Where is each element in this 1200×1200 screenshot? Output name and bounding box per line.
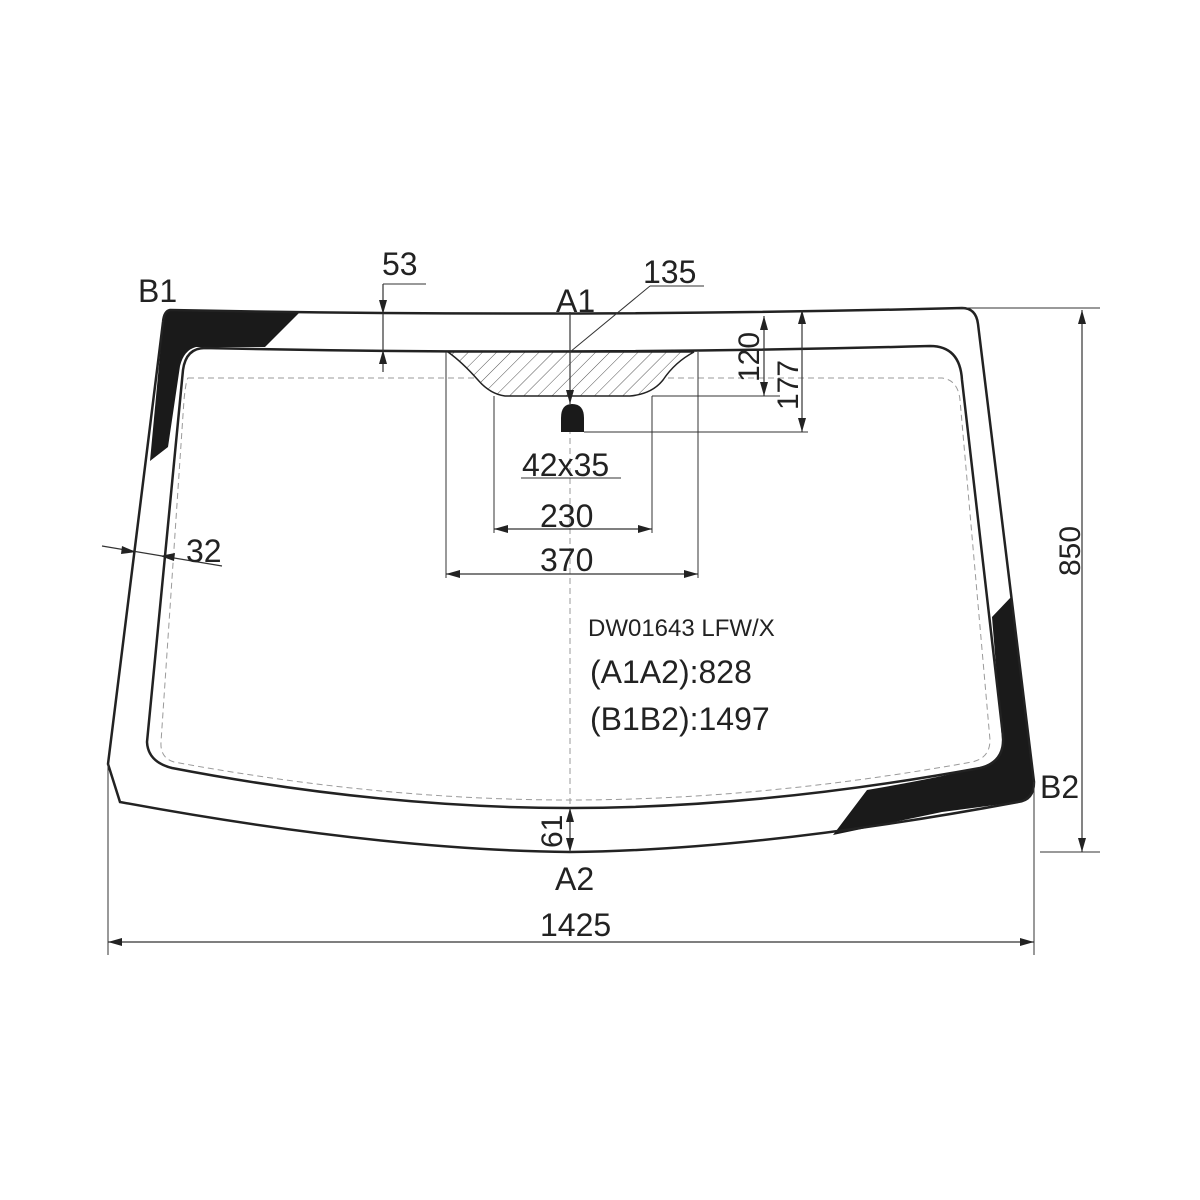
arrow-1425-right — [1020, 938, 1034, 946]
dim-label-53: 53 — [382, 246, 418, 282]
point-label-a2: A2 — [555, 861, 594, 897]
dim-label-1425: 1425 — [540, 907, 611, 943]
ceramic-band-top-left — [150, 310, 300, 461]
arrow-1425-left — [108, 938, 122, 946]
diagonal-b1b2: (B1B2):1497 — [590, 701, 770, 737]
dim-label-370: 370 — [540, 542, 593, 578]
dim-label-230: 230 — [540, 498, 593, 534]
arrow-53-bottom — [379, 350, 387, 364]
dim-label-sensor: 42x35 — [522, 447, 609, 483]
arrow-53-top — [379, 300, 387, 314]
arrow-61-bottom — [566, 838, 574, 852]
sensor-pad — [561, 404, 584, 432]
arrow-177-top — [798, 310, 806, 324]
glass-outline-outer — [106, 306, 1036, 854]
dim-label-850: 850 — [1054, 526, 1087, 576]
arrow-850-bottom — [1078, 838, 1086, 852]
arrow-850-top — [1078, 310, 1086, 324]
dim-label-177: 177 — [772, 360, 805, 410]
point-label-b1: B1 — [138, 273, 177, 309]
dim-label-120: 120 — [733, 332, 766, 382]
arrow-61-top — [566, 808, 574, 822]
arrow-120-top — [760, 316, 768, 330]
arrow-120-bottom — [760, 382, 768, 396]
diagonal-a1a2: (A1A2):828 — [590, 654, 752, 690]
arrow-32-left — [121, 546, 136, 554]
mirror-hatch-area — [445, 351, 695, 397]
part-code: DW01643 LFW/X — [588, 615, 775, 642]
dim-label-32: 32 — [186, 533, 222, 569]
arrow-230-left — [494, 525, 508, 533]
arrow-32-right — [160, 553, 175, 561]
arrow-a1-sensor — [566, 390, 574, 404]
dashed-contour — [160, 377, 991, 801]
ceramic-band-bottom-right — [833, 596, 1034, 835]
point-label-a1: A1 — [556, 283, 595, 319]
arrow-177-bottom — [798, 418, 806, 432]
dim-label-61: 61 — [536, 815, 569, 848]
arrow-230-right — [638, 525, 652, 533]
point-label-b2: B2 — [1040, 769, 1079, 805]
dim-label-135: 135 — [643, 254, 696, 290]
leader-135 — [569, 285, 651, 353]
arrow-370-right — [684, 570, 698, 578]
glass-outline-inner — [145, 344, 1005, 810]
arrow-370-left — [446, 570, 460, 578]
